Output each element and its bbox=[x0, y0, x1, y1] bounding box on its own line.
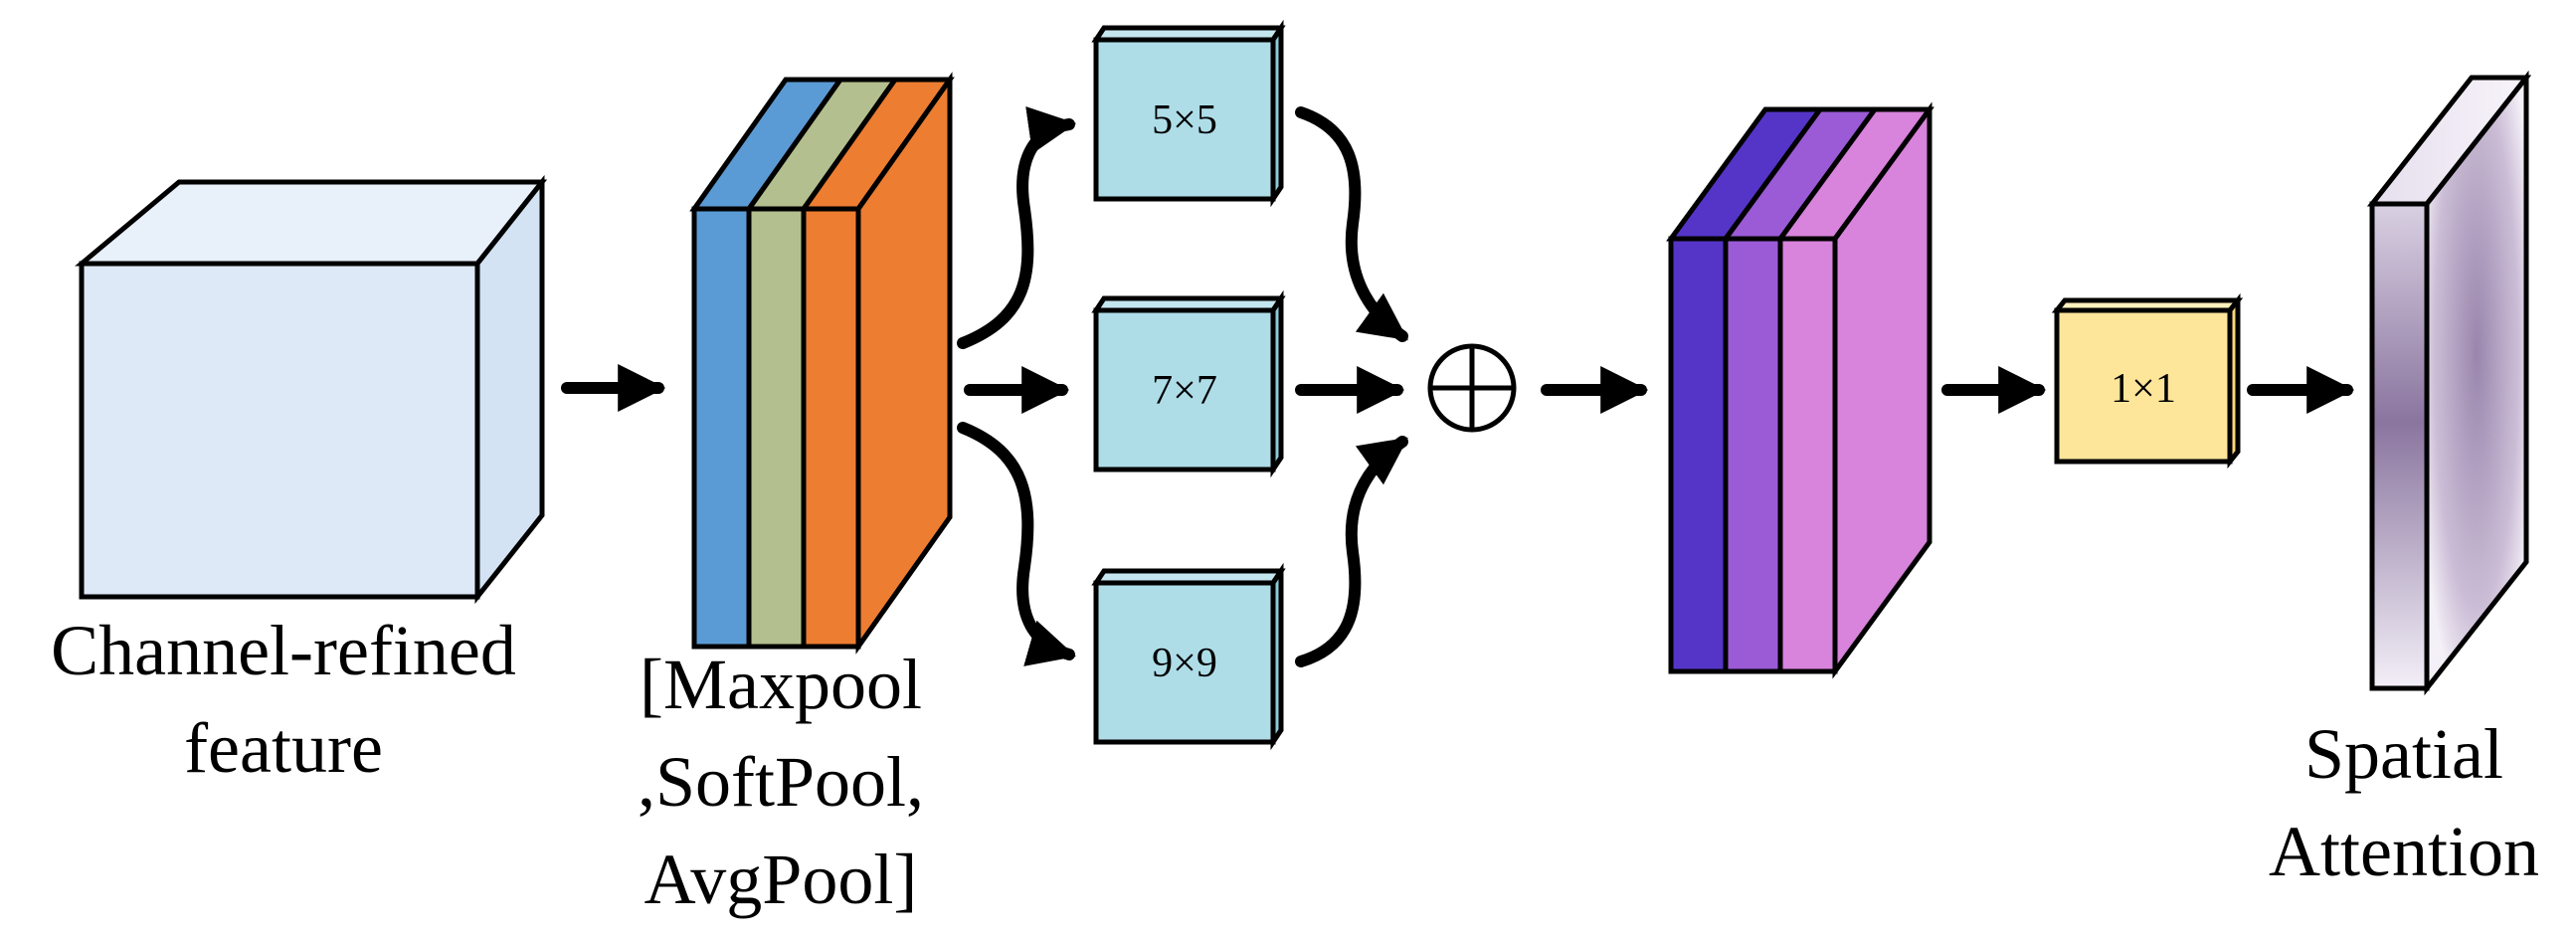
sum-operator-icon bbox=[1427, 343, 1517, 433]
kernel-7x7-label: 7×7 bbox=[1152, 368, 1217, 414]
merged-layer3-front bbox=[1777, 236, 1838, 674]
conv-1x1-front bbox=[2054, 307, 2233, 465]
kernel-9x9-label: 9×9 bbox=[1152, 641, 1217, 686]
conv-1x1 bbox=[2051, 292, 2244, 469]
arrow-5x5-to-sum bbox=[1295, 106, 1408, 342]
pooling-stack bbox=[689, 72, 955, 655]
arrow-pool-to-9x9 bbox=[957, 422, 1076, 666]
input-label-line1: Channel-refined bbox=[51, 611, 516, 690]
arrow-9x9-to-sum bbox=[1295, 436, 1408, 667]
kernel-9x9-front bbox=[1093, 580, 1276, 745]
input-cube-front bbox=[79, 261, 480, 600]
arrow-pool-to-5x5 bbox=[957, 106, 1077, 349]
kernel-7x7-front bbox=[1093, 307, 1276, 472]
input-feature-cube bbox=[75, 174, 548, 605]
attention-front bbox=[2369, 201, 2430, 691]
pool-label-line2: ,SoftPool, bbox=[638, 742, 924, 822]
merged-layer2-front bbox=[1723, 236, 1783, 674]
pool-label-line3: AvgPool] bbox=[644, 840, 918, 919]
output-label-line2: Attention bbox=[2269, 812, 2539, 891]
kernel-5x5 bbox=[1091, 19, 1286, 208]
kernel-5x5-label: 5×5 bbox=[1152, 97, 1217, 143]
merged-layer1-front bbox=[1668, 236, 1729, 674]
kernel-7x7 bbox=[1091, 289, 1286, 478]
input-cube-top bbox=[75, 179, 548, 267]
output-label-line1: Spatial bbox=[2304, 714, 2503, 794]
kernel-5x5-front bbox=[1093, 37, 1276, 202]
spatial-attention-map bbox=[2366, 70, 2532, 696]
avgpool-front bbox=[801, 206, 861, 650]
merged-feature-stack bbox=[1666, 101, 1934, 679]
softpool-front bbox=[746, 206, 807, 650]
pool-label-line1: [Maxpool bbox=[640, 645, 922, 724]
conv-1x1-label: 1×1 bbox=[2111, 366, 2176, 412]
kernel-9x9 bbox=[1091, 562, 1286, 751]
input-label-line2: feature bbox=[184, 708, 383, 788]
maxpool-front bbox=[691, 206, 752, 650]
